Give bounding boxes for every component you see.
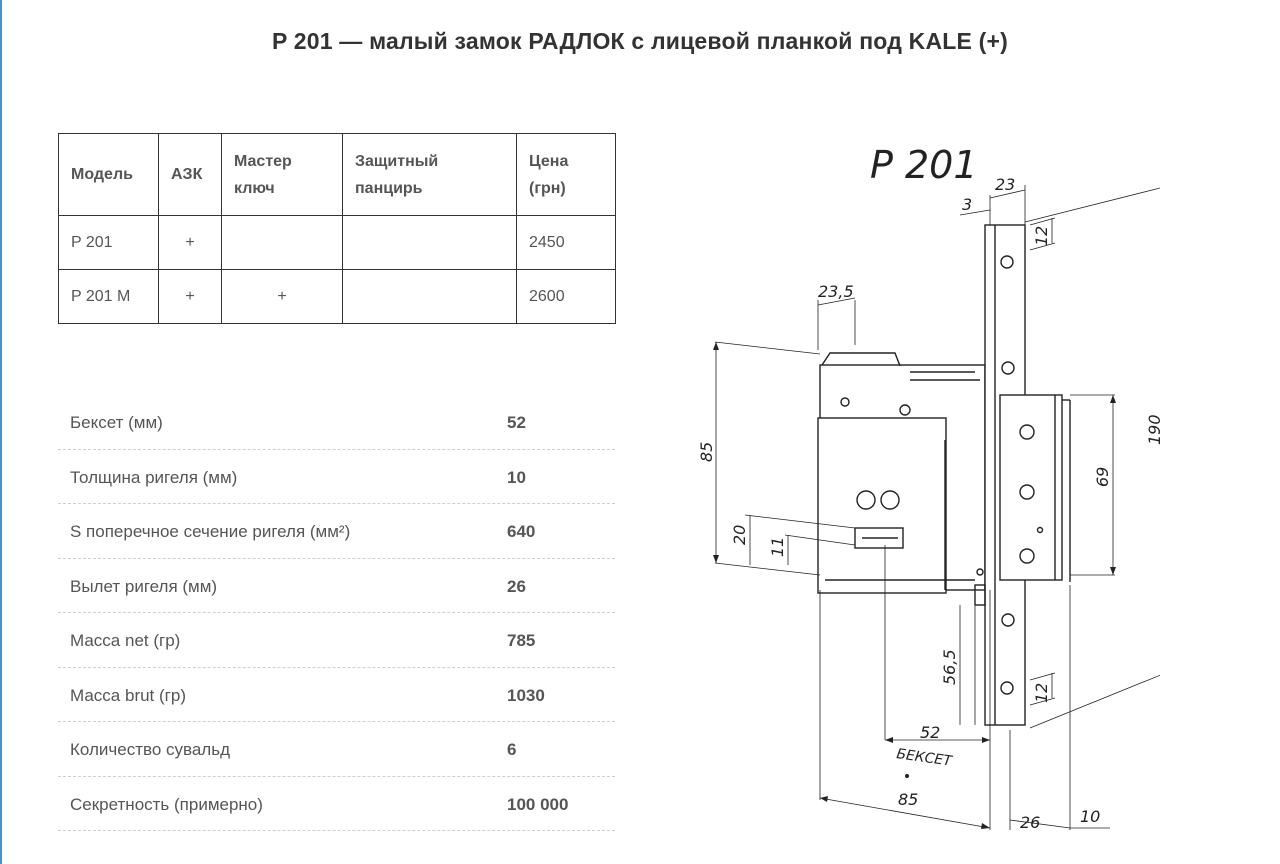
cell-armor (342, 215, 517, 270)
dim-11: 11 (768, 537, 787, 557)
table-row: P 201 M + + 2600 (58, 269, 616, 324)
cell-master-key (221, 215, 343, 270)
spec-label: Масса net (гр) (70, 631, 181, 650)
spec-value: 52 (507, 413, 526, 432)
backset-label: БЕКСЕТ (895, 746, 954, 770)
cell-azk: + (158, 215, 222, 270)
cell-price: 2600 (516, 269, 616, 324)
spec-value: 6 (507, 740, 517, 759)
dim-69: 69 (1093, 467, 1112, 487)
dim-190: 190 (1145, 414, 1160, 445)
spec-row: Масса brut (гр) 1030 (58, 668, 615, 722)
spec-row: Масса net (гр) 785 (58, 613, 615, 668)
cell-armor (342, 269, 517, 324)
dim-12-bottom: 12 (1032, 683, 1051, 703)
spec-row: Количество сувальд 6 (58, 722, 615, 777)
spec-value: 100 000 (507, 794, 569, 814)
spec-label: Масса brut (гр) (70, 685, 186, 705)
spec-value: 640 (507, 522, 536, 541)
spec-label: Количество сувальд (70, 740, 231, 759)
spec-label: Секретность (примерно) (70, 794, 263, 814)
spec-label: Вылет ригеля (мм) (70, 576, 218, 596)
cell-azk: + (158, 269, 222, 324)
dim-56-5: 56,5 (940, 649, 959, 685)
dim-23: 23 (995, 175, 1015, 194)
models-table: Модель АЗК Мастер ключ Защитный панцирь … (58, 133, 616, 324)
header-price: Цена (грн) (516, 133, 616, 216)
header-armor: Защитный панцирь (342, 133, 517, 216)
dim-20: 20 (730, 525, 749, 545)
cell-price: 2450 (516, 215, 616, 270)
header-model: Модель (58, 133, 159, 216)
dim-10: 10 (1080, 807, 1100, 826)
spec-row: Бексет (мм) 52 (58, 395, 615, 450)
spec-value: 10 (507, 467, 526, 487)
drawing-title: P 201 (870, 143, 978, 187)
dim-85-horizontal: 85 (898, 790, 918, 809)
dim-85-vertical: 85 (697, 442, 716, 462)
models-table-header: Модель АЗК Мастер ключ Защитный панцирь … (58, 133, 616, 216)
dim-26: 26 (1020, 813, 1040, 832)
dim-52: 52 (920, 723, 940, 742)
lock-technical-drawing: P 201 3 23 12 23,5 190 85 69 20 11 56,5 … (697, 143, 1160, 832)
spec-row: Вылет ригеля (мм) 26 (58, 559, 615, 613)
specs-list: Бексет (мм) 52 Толщина ригеля (мм) 10 S по… (58, 395, 615, 831)
spec-row: Секретность (примерно) 100 000 (58, 777, 615, 831)
spec-label: Толщина ригеля (мм) (70, 467, 238, 487)
dim-23-5: 23,5 (818, 282, 854, 301)
spec-row: S поперечное сечение ригеля (мм²) 640 (58, 504, 615, 559)
spec-value: 26 (507, 576, 526, 596)
left-accent-border (0, 0, 2, 864)
spec-value: 1030 (507, 685, 545, 705)
cell-model: P 201 (58, 215, 159, 270)
dim-3: 3 (962, 195, 972, 214)
spec-label: Бексет (мм) (70, 413, 163, 432)
spec-value: 785 (507, 631, 536, 650)
spec-label: S поперечное сечение ригеля (мм²) (70, 522, 351, 541)
dim-12-top: 12 (1032, 226, 1051, 246)
cell-master-key: + (221, 269, 343, 324)
cell-model: P 201 M (58, 269, 159, 324)
header-master-key: Мастер ключ (221, 133, 343, 216)
table-row: P 201 + 2450 (58, 215, 616, 270)
spec-row: Толщина ригеля (мм) 10 (58, 450, 615, 504)
header-azk: АЗК (158, 133, 222, 216)
page-title: P 201 — малый замок РАДЛОК с лицевой пла… (272, 28, 1008, 54)
